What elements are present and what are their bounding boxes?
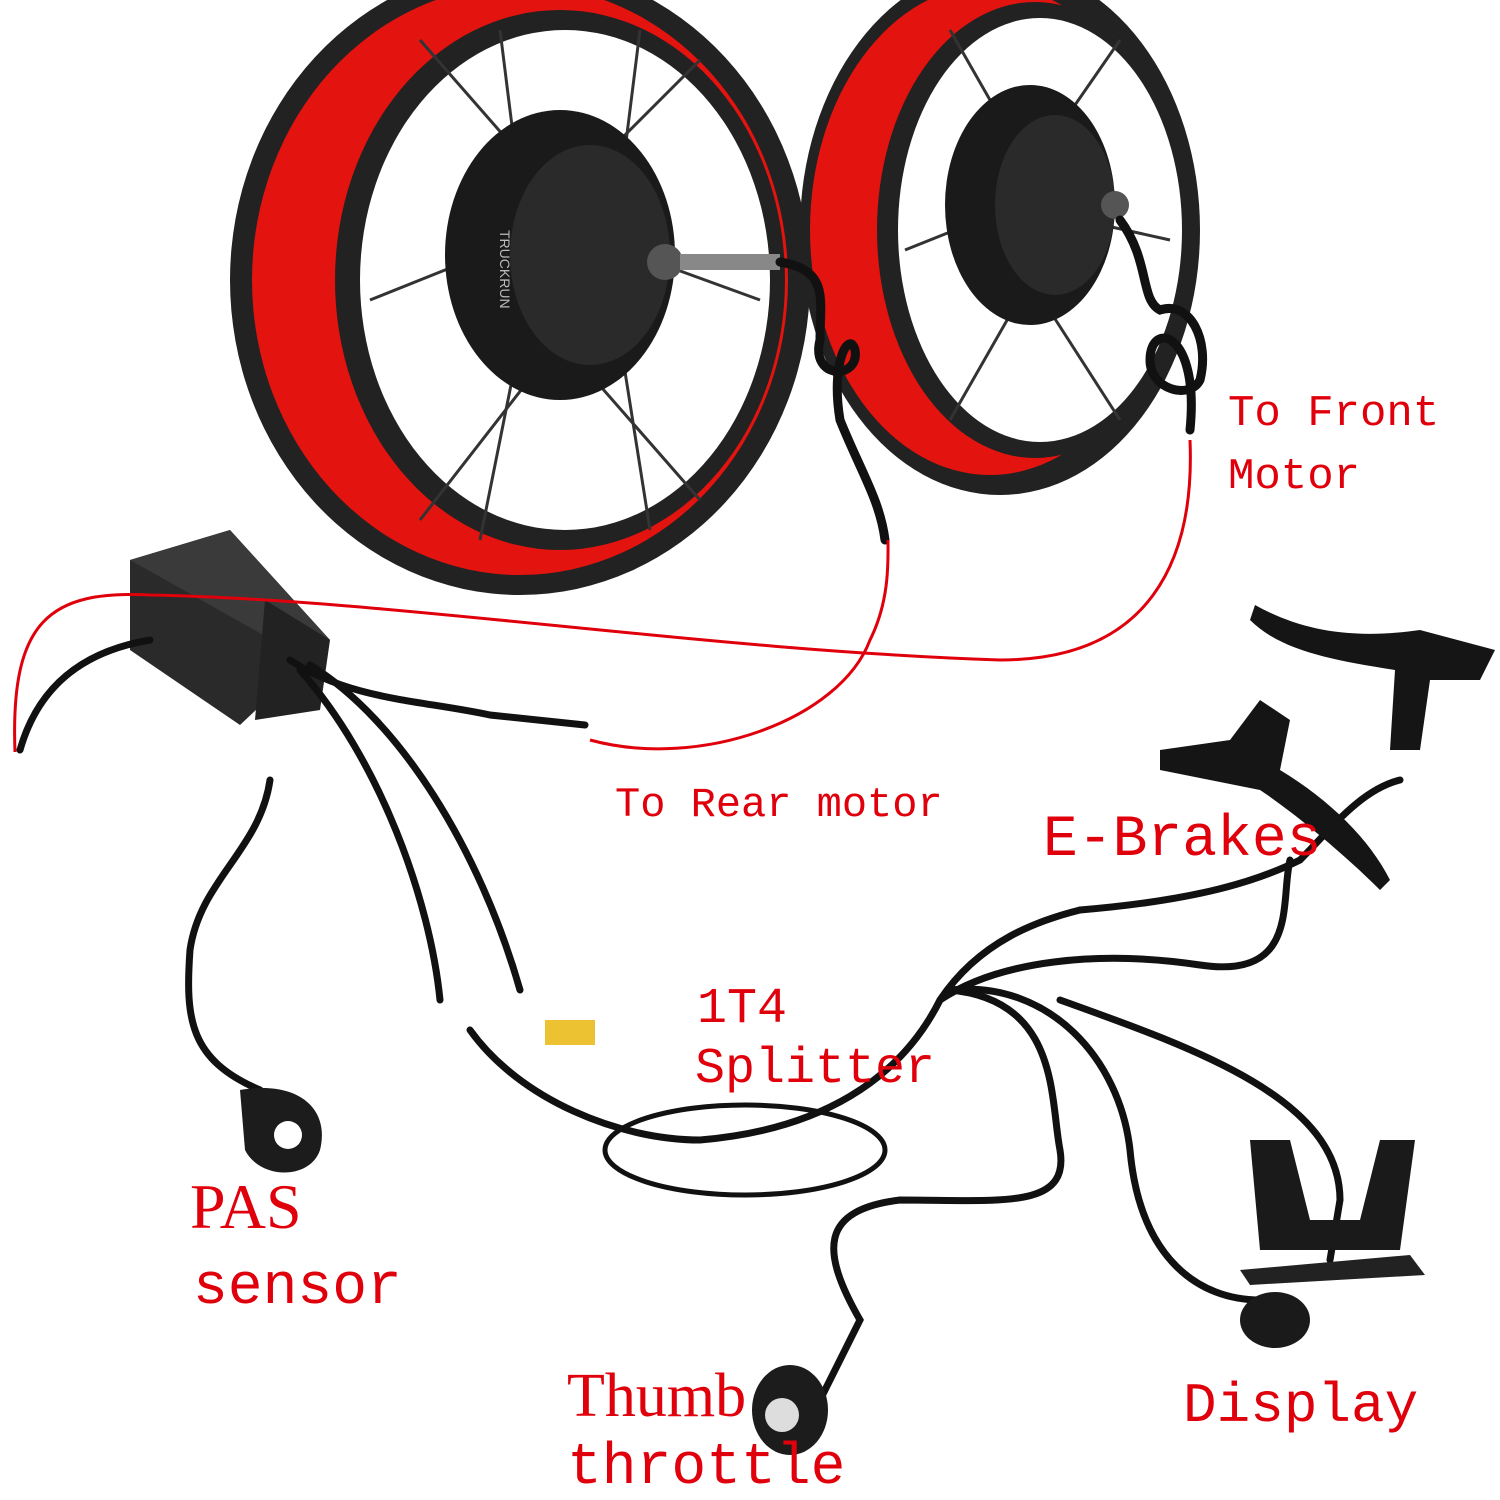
label-to-front-motor-1: To Front (1228, 389, 1440, 439)
annotation-lines (13, 439, 1192, 753)
thumb-throttle (752, 1365, 828, 1455)
motor-cables (775, 215, 1208, 545)
pas-sensor (240, 1088, 322, 1173)
label-display: Display (1183, 1374, 1419, 1438)
label-to-rear-motor: To Rear motor (615, 781, 943, 829)
label-throttle-2: throttle (567, 1436, 846, 1500)
front-wheel (800, 0, 1200, 495)
label-to-front-motor-2: Motor (1228, 452, 1361, 502)
controller-box (130, 530, 330, 725)
label-splitter-2: Splitter (695, 1041, 936, 1098)
rear-wheel (230, 0, 810, 595)
label-pas-1: PAS (190, 1171, 302, 1242)
label-e-brakes: E-Brakes (1043, 808, 1322, 873)
label-splitter-1: 1T4 (697, 981, 788, 1038)
display-unit (1240, 1140, 1425, 1348)
battery-connector (545, 1020, 595, 1045)
hub-brand-logo: TRUCKRUN (497, 230, 513, 309)
e-brake-levers (1160, 605, 1495, 890)
label-pas-2: sensor (193, 1256, 402, 1321)
label-throttle-1: Thumb (567, 1362, 747, 1430)
wiring-harness (16, 636, 1404, 1404)
